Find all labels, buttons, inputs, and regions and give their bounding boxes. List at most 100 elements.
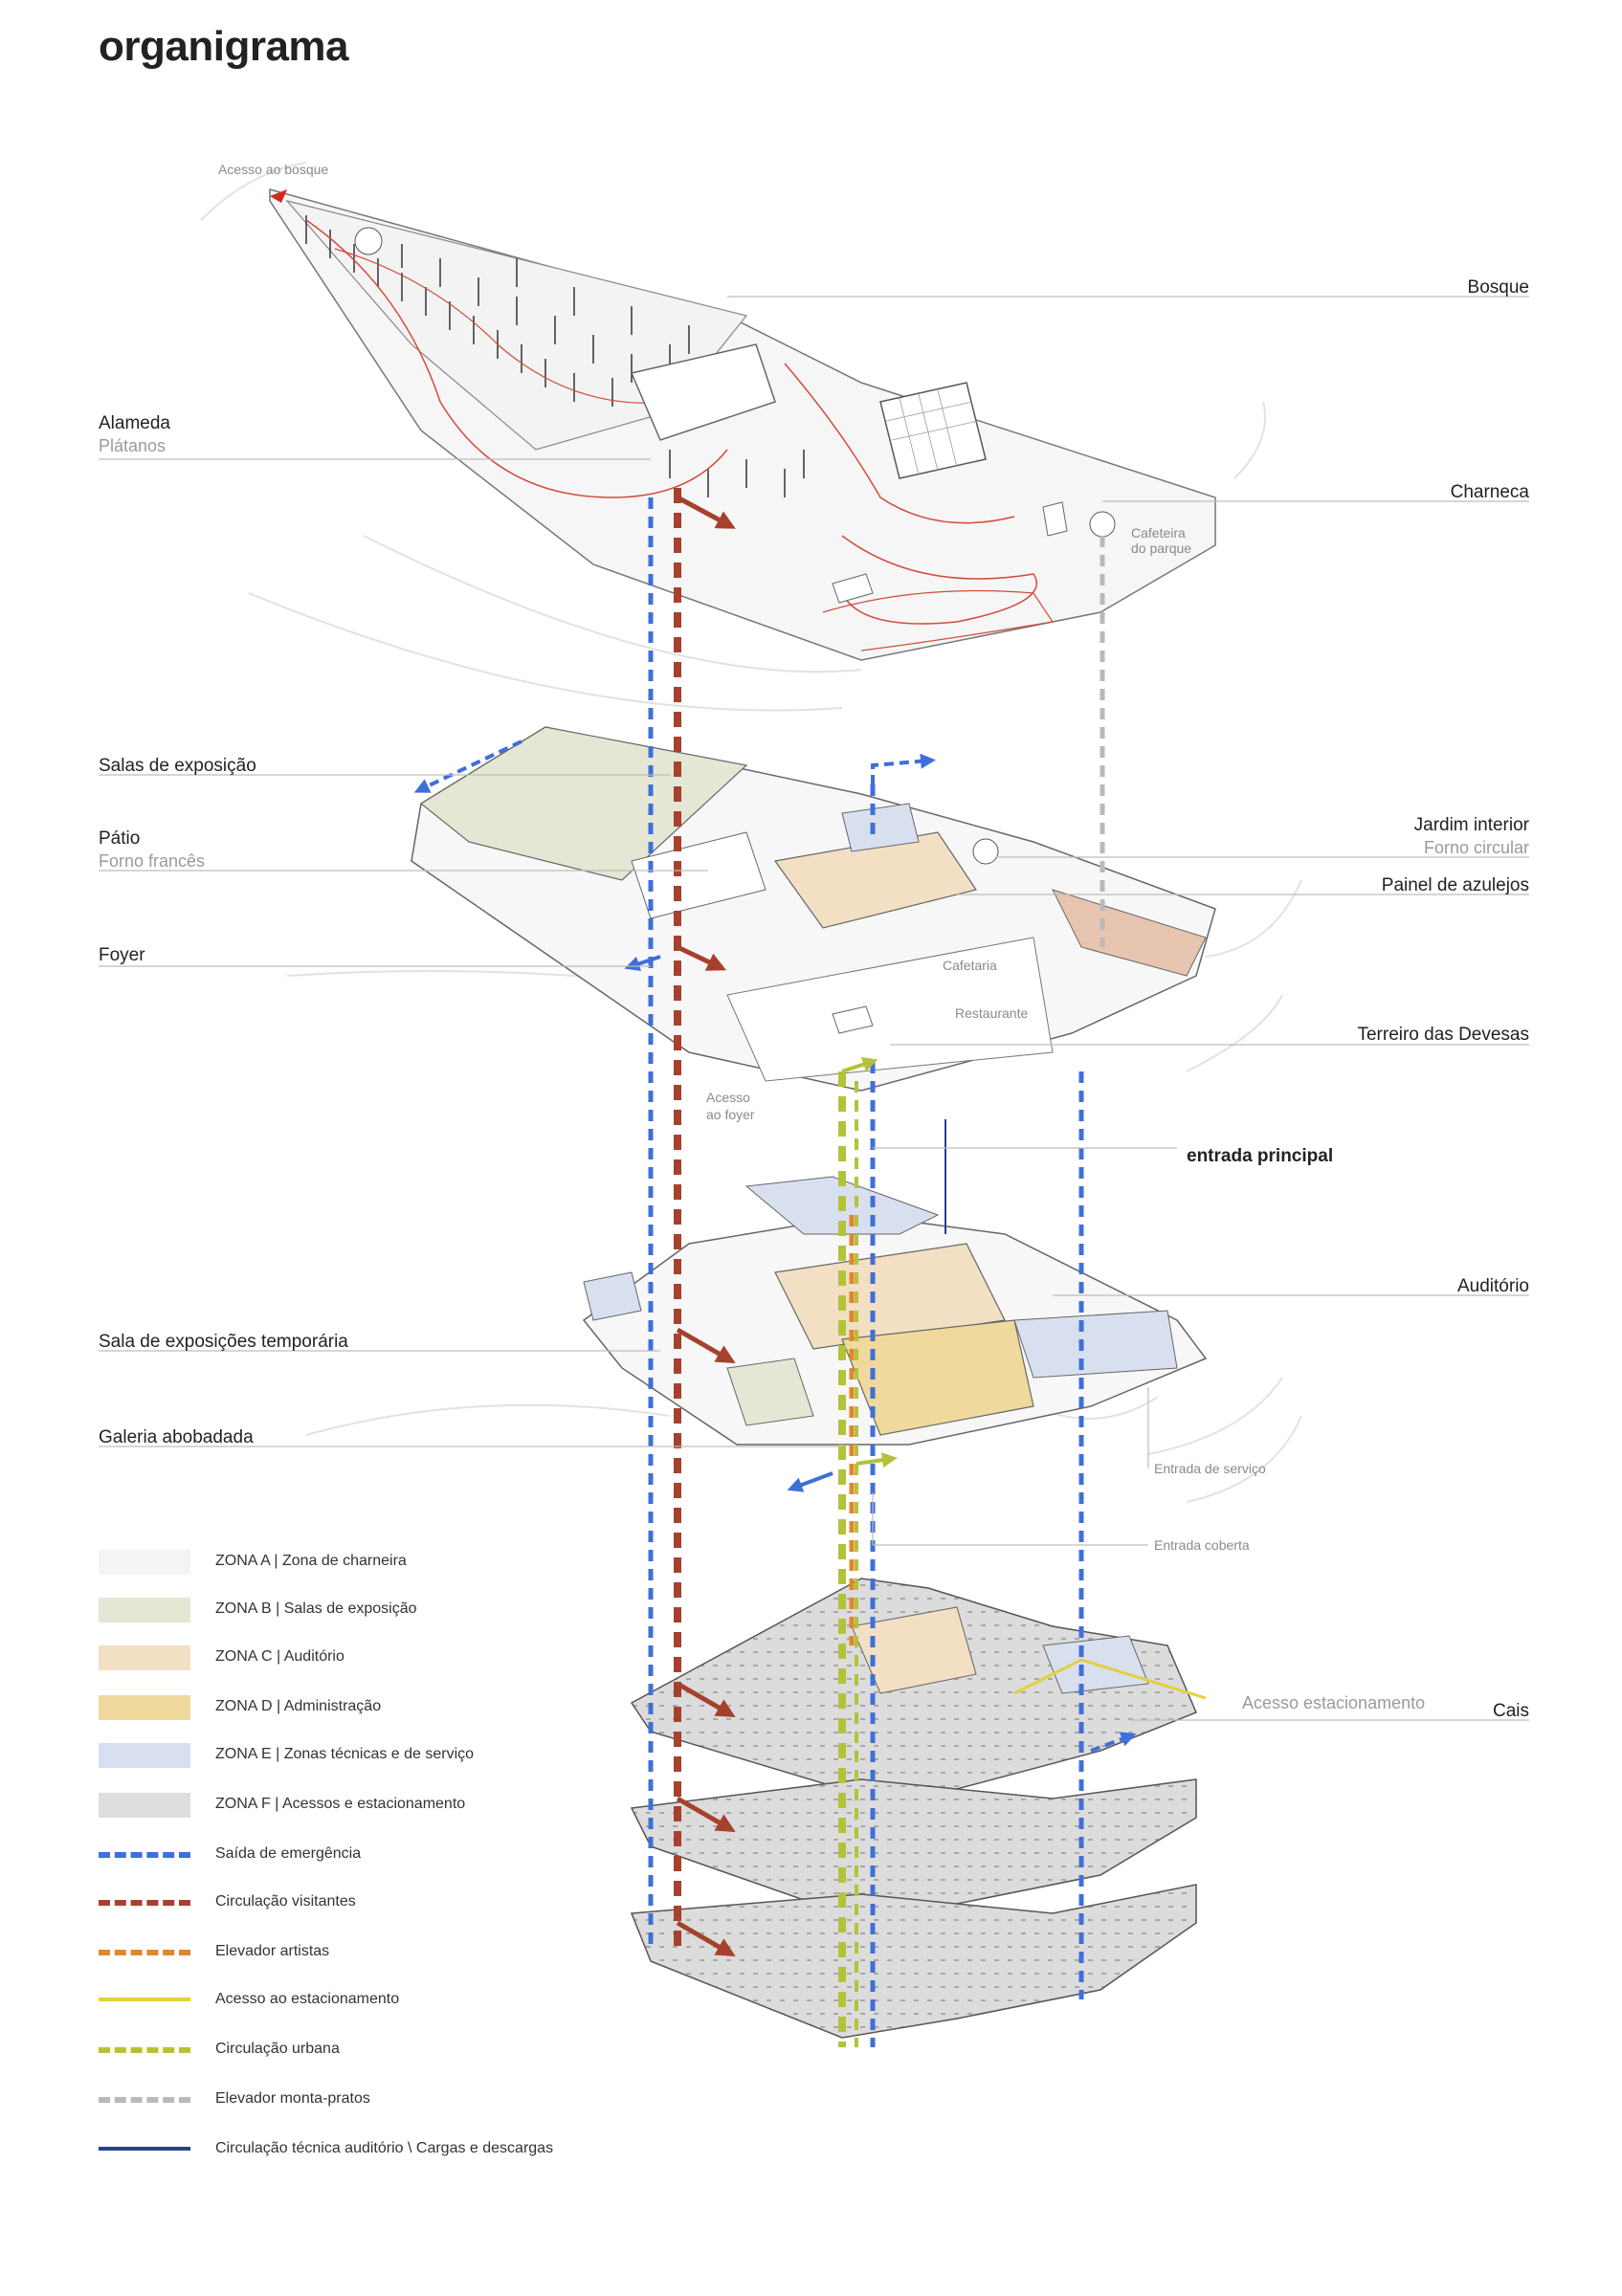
parking-3-plane — [630, 1884, 1197, 2039]
arrow-visitor-parking-3 — [676, 1920, 736, 1956]
label-entrada-principal: entrada principal — [1187, 1146, 1333, 1166]
legend-item: ZONA D | Administração — [99, 1695, 721, 1720]
zone-e-east — [1013, 1310, 1178, 1379]
label-acesso-estacionamento: Acesso estacionamento — [1242, 1693, 1425, 1712]
legend-line-sample — [99, 1852, 190, 1858]
legend-line-sample — [99, 2147, 190, 2151]
legend-line-sample — [99, 1998, 190, 2001]
zone-c-auditorio — [774, 1243, 1006, 1350]
legend-item: Acesso ao estacionamento — [99, 1988, 721, 2013]
arrow-emergency-cais — [1090, 1732, 1137, 1753]
legend-label: ZONA A | Zona de charneira — [215, 1553, 407, 1569]
arrow-visitor-auditorio — [676, 1327, 736, 1363]
skylight-grid-lines — [885, 389, 979, 475]
court-structure — [630, 343, 776, 441]
zone-c-azulejos — [1052, 889, 1207, 977]
label-charneca: Charneca — [1451, 482, 1530, 502]
legend-line-sample — [99, 2097, 190, 2103]
skylight-grid — [879, 382, 987, 479]
round-tower-bosque — [354, 227, 383, 255]
label-cais: Cais — [1493, 1701, 1529, 1721]
label-jardim-sub: Forno circular — [1424, 838, 1529, 857]
parking-2-plane — [630, 1778, 1197, 1914]
arrow-visitor-foyer — [676, 944, 727, 971]
red-path-park — [305, 219, 1038, 625]
legend-item: Elevador monta-pratos — [99, 2087, 721, 2112]
label-sala-temporaria: Sala de exposições temporária — [99, 1332, 348, 1352]
red-path-park-2 — [334, 248, 1055, 651]
legend-item: ZONA E | Zonas técnicas e de serviço — [99, 1743, 721, 1768]
label-cafeteira-1: Cafeteira — [1131, 525, 1186, 541]
label-auditorio: Auditório — [1457, 1276, 1529, 1296]
zone-b-temporaria — [726, 1358, 814, 1426]
legend-label: ZONA C | Auditório — [215, 1648, 344, 1665]
vertical-circulation — [648, 488, 1105, 2047]
foyer-basin — [832, 1005, 874, 1034]
level-parking-2 — [630, 1778, 1197, 1914]
label-acesso-foyer-1: Acesso — [706, 1090, 750, 1105]
label-patio-sub: Forno francês — [99, 851, 205, 871]
legend-item: Circulação técnica auditório \ Cargas e … — [99, 2137, 721, 2162]
legend-line-sample — [99, 1950, 190, 1955]
legend-line-sample — [99, 2047, 190, 2053]
label-entrada-servico: Entrada de serviço — [1154, 1461, 1266, 1476]
legend-label: Saída de emergência — [215, 1845, 362, 1862]
legend-item: Elevador artistas — [99, 1940, 721, 1965]
legend-item: Circulação urbana — [99, 2038, 721, 2063]
label-galeria: Galeria abobadada — [99, 1427, 254, 1447]
legend-label: ZONA F | Acessos e estacionamento — [215, 1796, 466, 1812]
basin — [832, 573, 874, 604]
legend-label: Circulação técnica auditório \ Cargas e … — [215, 2140, 554, 2156]
zone-d-administracao — [841, 1319, 1034, 1436]
legend-swatch — [99, 1645, 190, 1670]
label-cafeteira-2: do parque — [1131, 541, 1191, 556]
legend-swatch — [99, 1695, 190, 1720]
round-forno — [972, 838, 999, 865]
legend-item: ZONA F | Acessos e estacionamento — [99, 1793, 721, 1818]
trees-bosque — [305, 215, 805, 497]
patio — [631, 831, 767, 919]
direction-arrows — [413, 495, 1207, 1956]
parking-1-zone-c — [851, 1606, 977, 1694]
arrow-emergency-galeria — [787, 1471, 833, 1492]
parking-access-yellow — [1013, 1658, 1207, 1700]
legend-item: Circulação visitantes — [99, 1890, 721, 1915]
legend-label: Elevador artistas — [215, 1943, 330, 1959]
zone-e-servico-foyer — [841, 803, 920, 852]
arrow-acesso-bosque — [270, 189, 287, 203]
legend-label: Circulação visitantes — [215, 1893, 356, 1910]
legend-item: ZONA C | Auditório — [99, 1645, 721, 1670]
zone-b-exposicao — [419, 726, 748, 881]
level-parking-1 — [630, 1578, 1197, 1790]
legend-swatch — [99, 1743, 190, 1768]
legend-swatch — [99, 1598, 190, 1623]
legend-label: Acesso ao estacionamento — [215, 1991, 400, 2007]
arrow-visitor-parking-2 — [676, 1796, 736, 1832]
arrow-emergency-foyer — [624, 955, 661, 972]
legend-label: ZONA D | Administração — [215, 1698, 382, 1714]
legend-item: ZONA A | Zona de charneira — [99, 1550, 721, 1575]
label-restaurante: Restaurante — [955, 1005, 1028, 1021]
arrow-visitor-park — [676, 495, 736, 529]
legend-label: ZONA E | Zonas técnicas e de serviço — [215, 1746, 475, 1762]
legend-label: Circulação urbana — [215, 2041, 340, 2057]
zone-e-west — [583, 1271, 642, 1321]
wall-box — [1042, 501, 1068, 537]
legend-swatch — [99, 1793, 190, 1818]
round-cafe — [1089, 511, 1116, 538]
label-acesso-foyer-2: ao foyer — [706, 1107, 755, 1122]
legend-line-sample — [99, 1900, 190, 1906]
label-bosque: Bosque — [1468, 277, 1529, 298]
label-salas-exposicao: Salas de exposição — [99, 756, 256, 776]
level-parking-3 — [630, 1884, 1197, 2039]
arrow-emergency-jardim — [871, 753, 936, 784]
level-park — [269, 188, 1216, 661]
page-title: organigrama — [99, 23, 349, 70]
legend-item: ZONA B | Salas de exposição — [99, 1598, 721, 1623]
label-terreiro: Terreiro das Devesas — [1357, 1025, 1529, 1045]
arrow-visitor-parking-1 — [676, 1681, 736, 1717]
legend-label: ZONA B | Salas de exposição — [215, 1601, 417, 1617]
label-foyer: Foyer — [99, 945, 145, 965]
arrow-urban-foyer — [841, 1056, 878, 1073]
